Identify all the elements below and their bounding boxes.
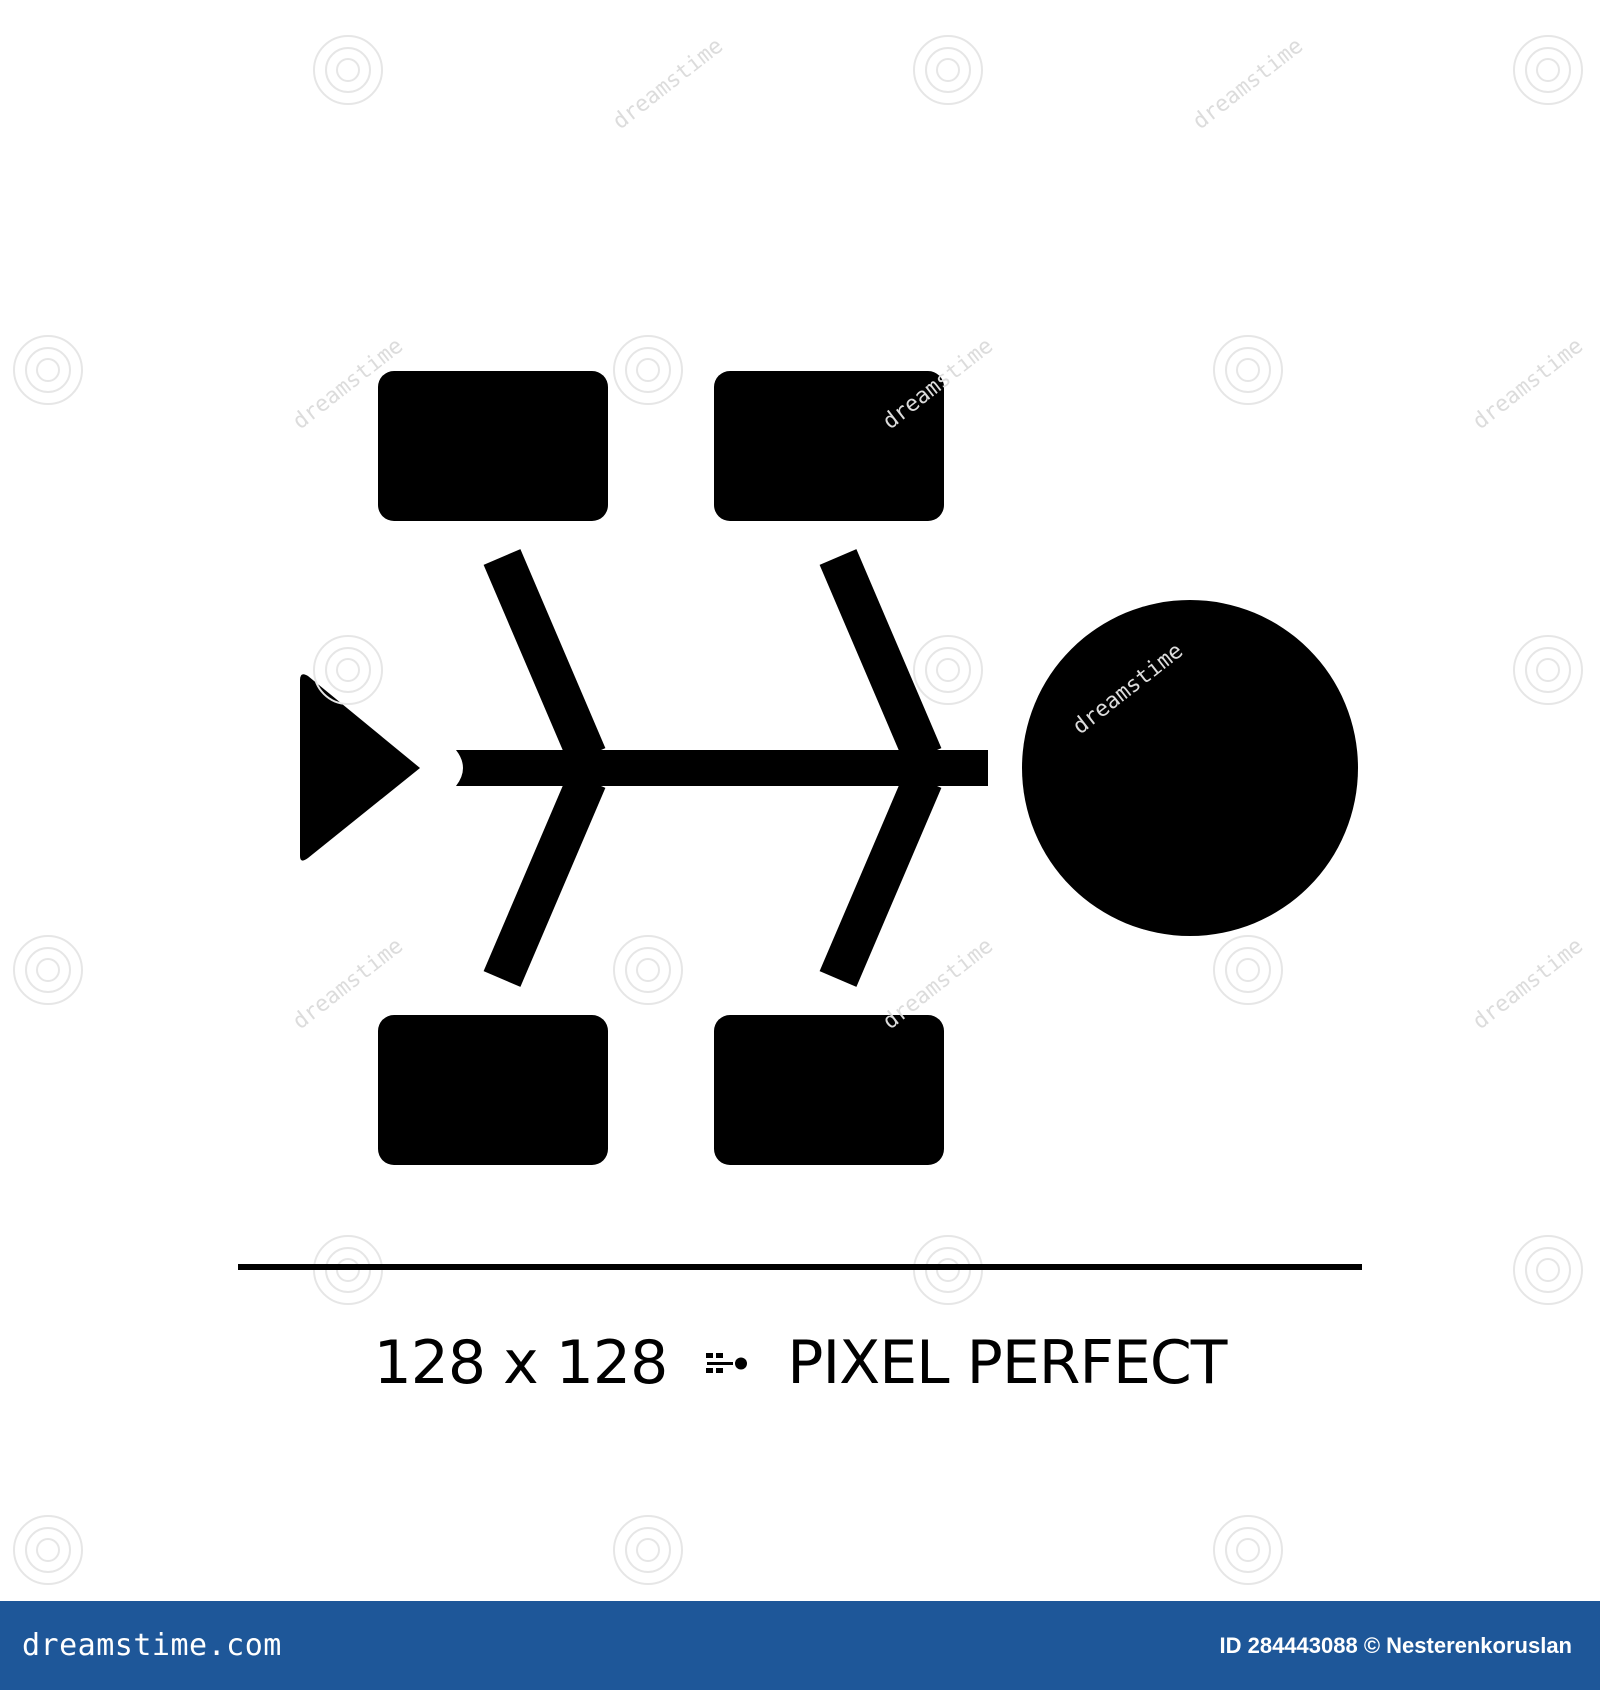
cause-box-top-right [714,371,944,521]
fishbone-diagram-glyph-icon [300,371,1358,1165]
spine [456,750,988,786]
brand-logo-text[interactable]: dreamstime.com [22,1628,282,1663]
rib-top-left [483,549,606,764]
size-label: 128 x 128 [373,1328,669,1398]
divider-line [238,1264,1362,1270]
rib-bottom-right [819,772,942,987]
cause-box-top-left [378,371,608,521]
fishbone-mini-icon [706,1353,748,1373]
cause-box-bottom-left [378,1015,608,1165]
quality-label: PIXEL PERFECT [787,1328,1227,1398]
effect-circle [1022,600,1358,936]
image-credit: ID 284443088 © Nesterenkoruslan [1219,1632,1572,1658]
cause-box-bottom-right [714,1015,944,1165]
rib-top-right [819,549,942,764]
caption: 128 x 128 PIXEL PERFECT [0,1318,1600,1408]
tail-triangle [300,674,420,861]
rib-bottom-left [483,772,606,987]
footer-bar: dreamstime.com ID 284443088 © Nesterenko… [0,1601,1600,1690]
